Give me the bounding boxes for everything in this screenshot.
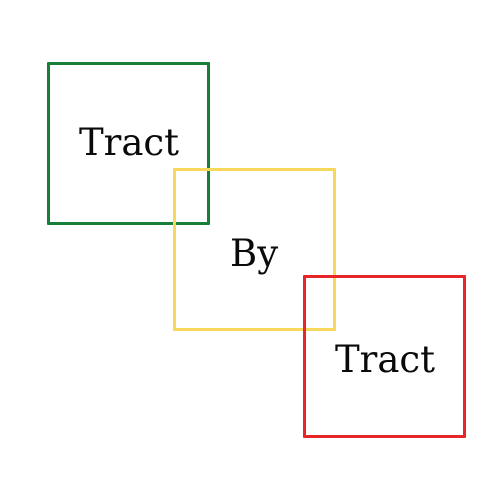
logo-word-middle: By bbox=[230, 232, 279, 275]
green-square-outline bbox=[47, 62, 210, 225]
yellow-square-outline bbox=[173, 168, 336, 331]
red-square-outline bbox=[303, 275, 466, 438]
logo-word-last: Tract bbox=[335, 338, 436, 381]
logo-word-first: Tract bbox=[79, 121, 180, 164]
